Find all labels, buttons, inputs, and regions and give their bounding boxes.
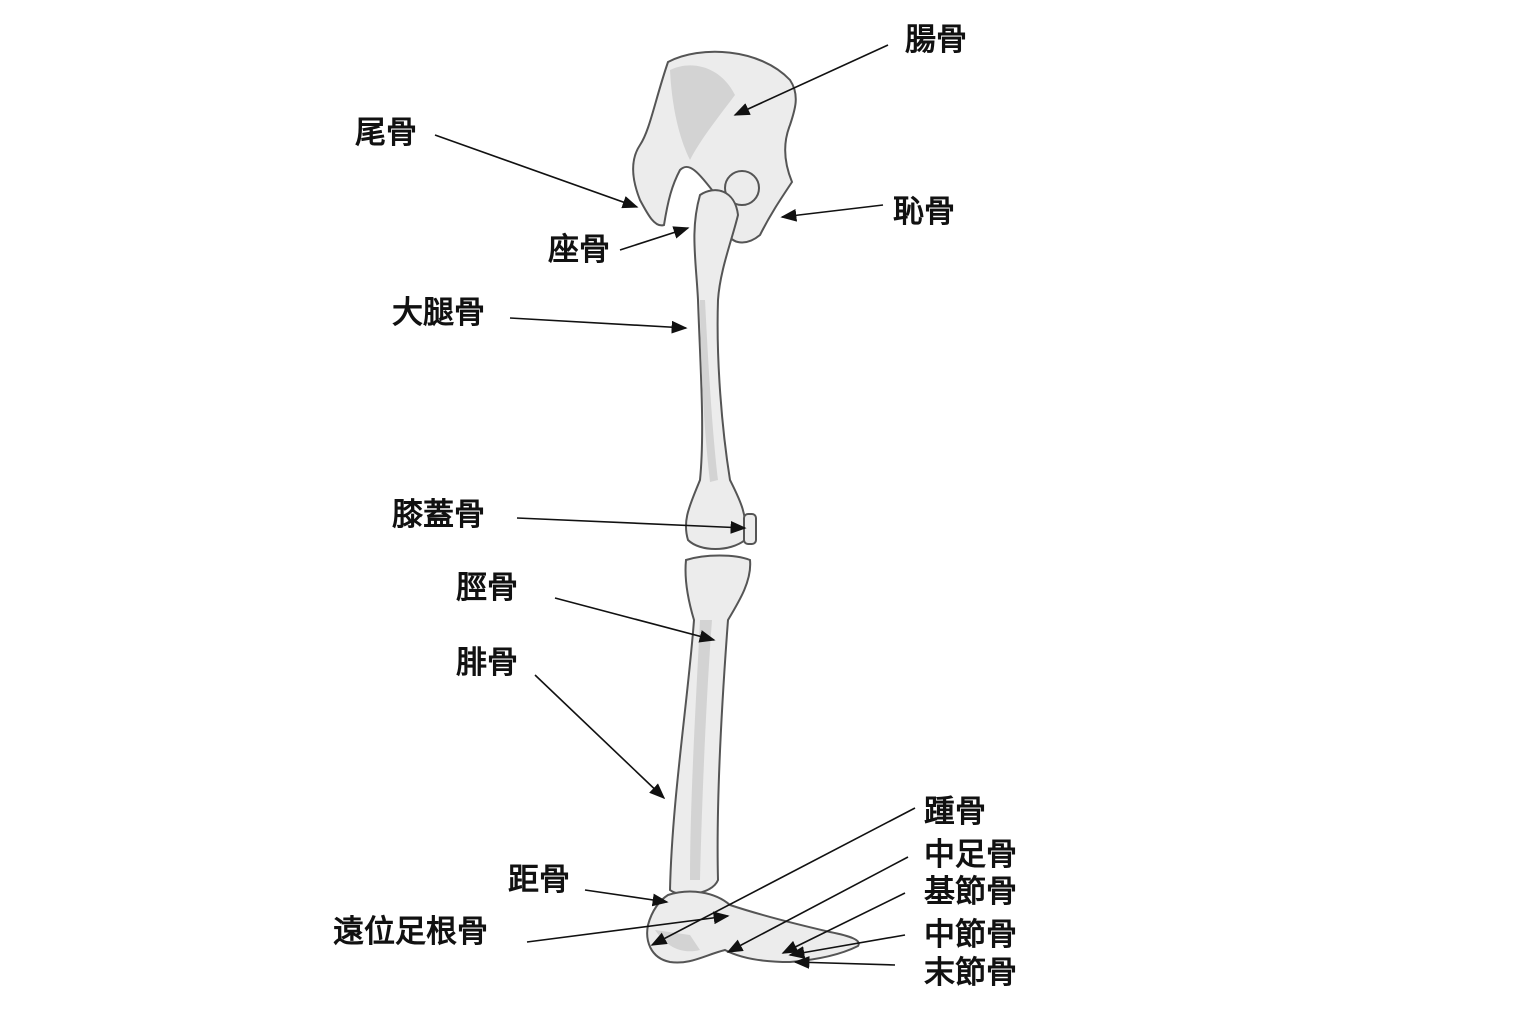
label-patella: 膝蓋骨 bbox=[392, 497, 485, 533]
label-talus: 距骨 bbox=[508, 862, 570, 898]
femur bbox=[684, 189, 747, 550]
foot bbox=[646, 890, 860, 964]
patella bbox=[743, 513, 757, 545]
leader-lines bbox=[434, 44, 916, 969]
label-ischium: 座骨 bbox=[548, 232, 610, 268]
label-pubis: 恥骨 bbox=[893, 194, 955, 230]
label-femur: 大腿骨 bbox=[392, 295, 485, 331]
label-tibia: 脛骨 bbox=[456, 570, 518, 606]
label-distal-tarsals: 遠位足根骨 bbox=[333, 914, 488, 950]
label-ilium: 腸骨 bbox=[905, 22, 967, 58]
label-coccyx: 尾骨 bbox=[355, 115, 417, 151]
label-proximal-phalanges: 基節骨 bbox=[924, 874, 1017, 910]
label-metatarsals: 中足骨 bbox=[924, 837, 1017, 873]
label-fibula: 腓骨 bbox=[456, 645, 518, 681]
label-distal-phalanges: 末節骨 bbox=[924, 955, 1017, 991]
label-middle-phalanges: 中節骨 bbox=[924, 917, 1017, 953]
pelvis bbox=[632, 50, 797, 244]
label-calcaneus: 踵骨 bbox=[924, 794, 986, 830]
tibia-fibula bbox=[668, 554, 752, 896]
